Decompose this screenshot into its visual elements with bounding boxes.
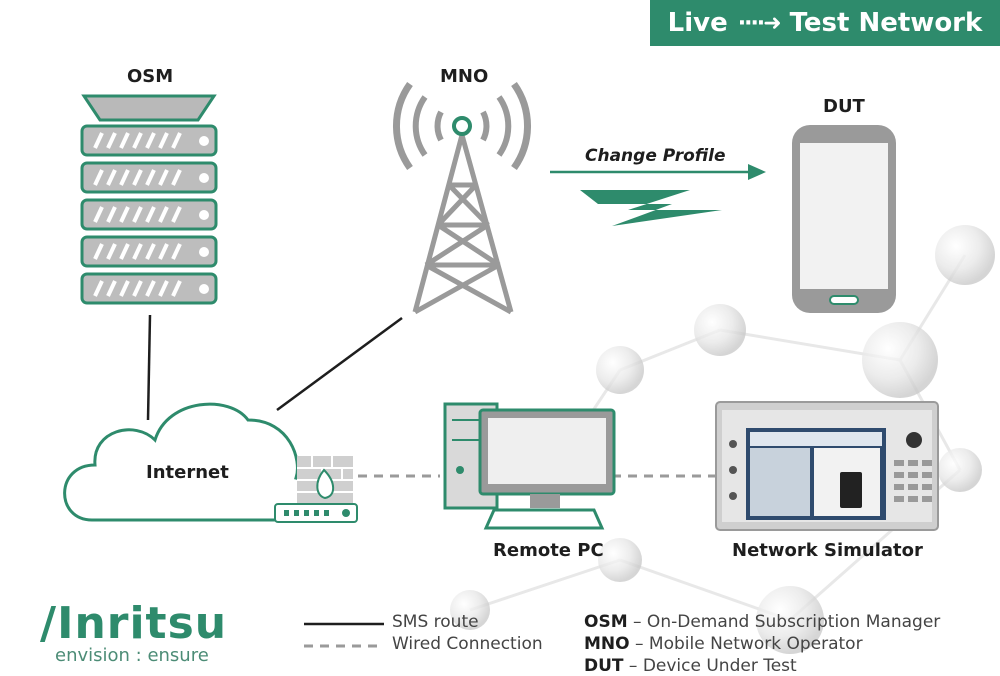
remote-pc-label: Remote PC [493, 540, 604, 561]
mno-tower-icon [393, 81, 531, 315]
abbr-mno: MNO – Mobile Network Operator [584, 634, 863, 654]
wireless-signal-icon [580, 190, 722, 226]
abbr-dut-term: DUT [584, 656, 624, 676]
legend-sms-route: SMS route [392, 612, 479, 632]
brand-tagline: envision : ensure [55, 645, 209, 666]
abbr-osm: OSM – On-Demand Subscription Manager [584, 612, 940, 632]
banner-test-network: Test Network [789, 8, 983, 38]
change-profile-label: Change Profile [585, 146, 726, 166]
live-to-test-banner: Live ····➜ Test Network [650, 0, 1000, 46]
network-simulator-icon [715, 401, 939, 531]
osm-label: OSM [127, 66, 174, 87]
mno-label: MNO [440, 66, 489, 87]
anritsu-logo: /Inritsu [40, 598, 228, 649]
change-profile-arrow [550, 164, 766, 180]
internet-label: Internet [146, 462, 229, 483]
network-simulator-label: Network Simulator [732, 540, 923, 561]
abbr-osm-term: OSM [584, 612, 628, 632]
firewall-icon [274, 456, 358, 523]
dotted-arrow-icon: ····➜ [737, 10, 782, 36]
sms-route-osm-internet [146, 314, 152, 421]
abbr-osm-desc: – On-Demand Subscription Manager [627, 612, 941, 632]
dut-phone-icon [792, 125, 896, 313]
dut-label: DUT [823, 96, 865, 117]
remote-pc-icon [443, 402, 616, 530]
sms-route-internet-mno [276, 316, 403, 412]
legend-wired-connection: Wired Connection [392, 634, 543, 654]
abbr-dut: DUT – Device Under Test [584, 656, 797, 676]
abbr-mno-desc: – Mobile Network Operator [629, 634, 863, 654]
abbr-mno-term: MNO [584, 634, 630, 654]
osm-server-icon [80, 94, 218, 305]
banner-live: Live [667, 8, 728, 38]
abbr-dut-desc: – Device Under Test [623, 656, 797, 676]
